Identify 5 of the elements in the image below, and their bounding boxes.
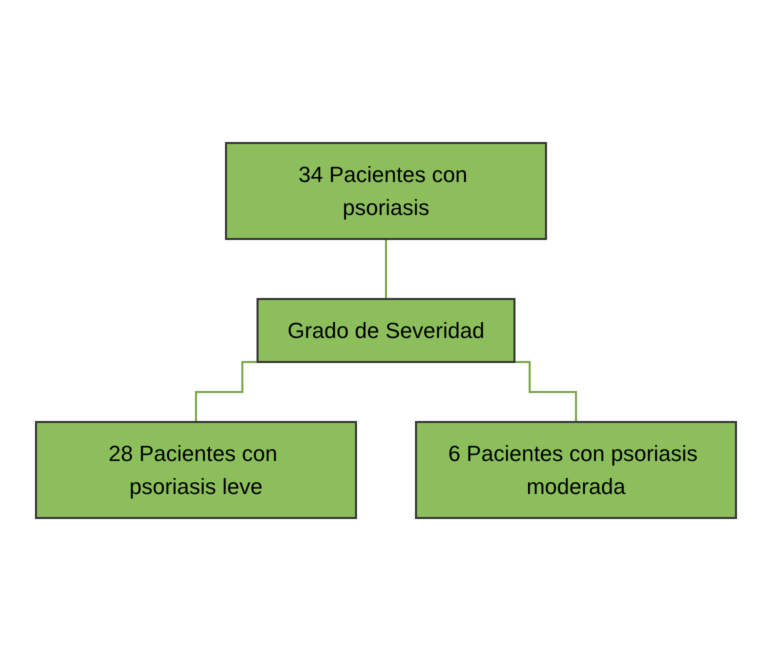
node-box: 34 Pacientes con psoriasis — [225, 142, 547, 240]
node-box: 28 Pacientes con psoriasis leve — [35, 421, 357, 519]
connector — [385, 238, 387, 300]
node-box: 6 Pacientes con psoriasis moderada — [415, 421, 737, 519]
node-box: Grado de Severidad — [256, 298, 516, 363]
